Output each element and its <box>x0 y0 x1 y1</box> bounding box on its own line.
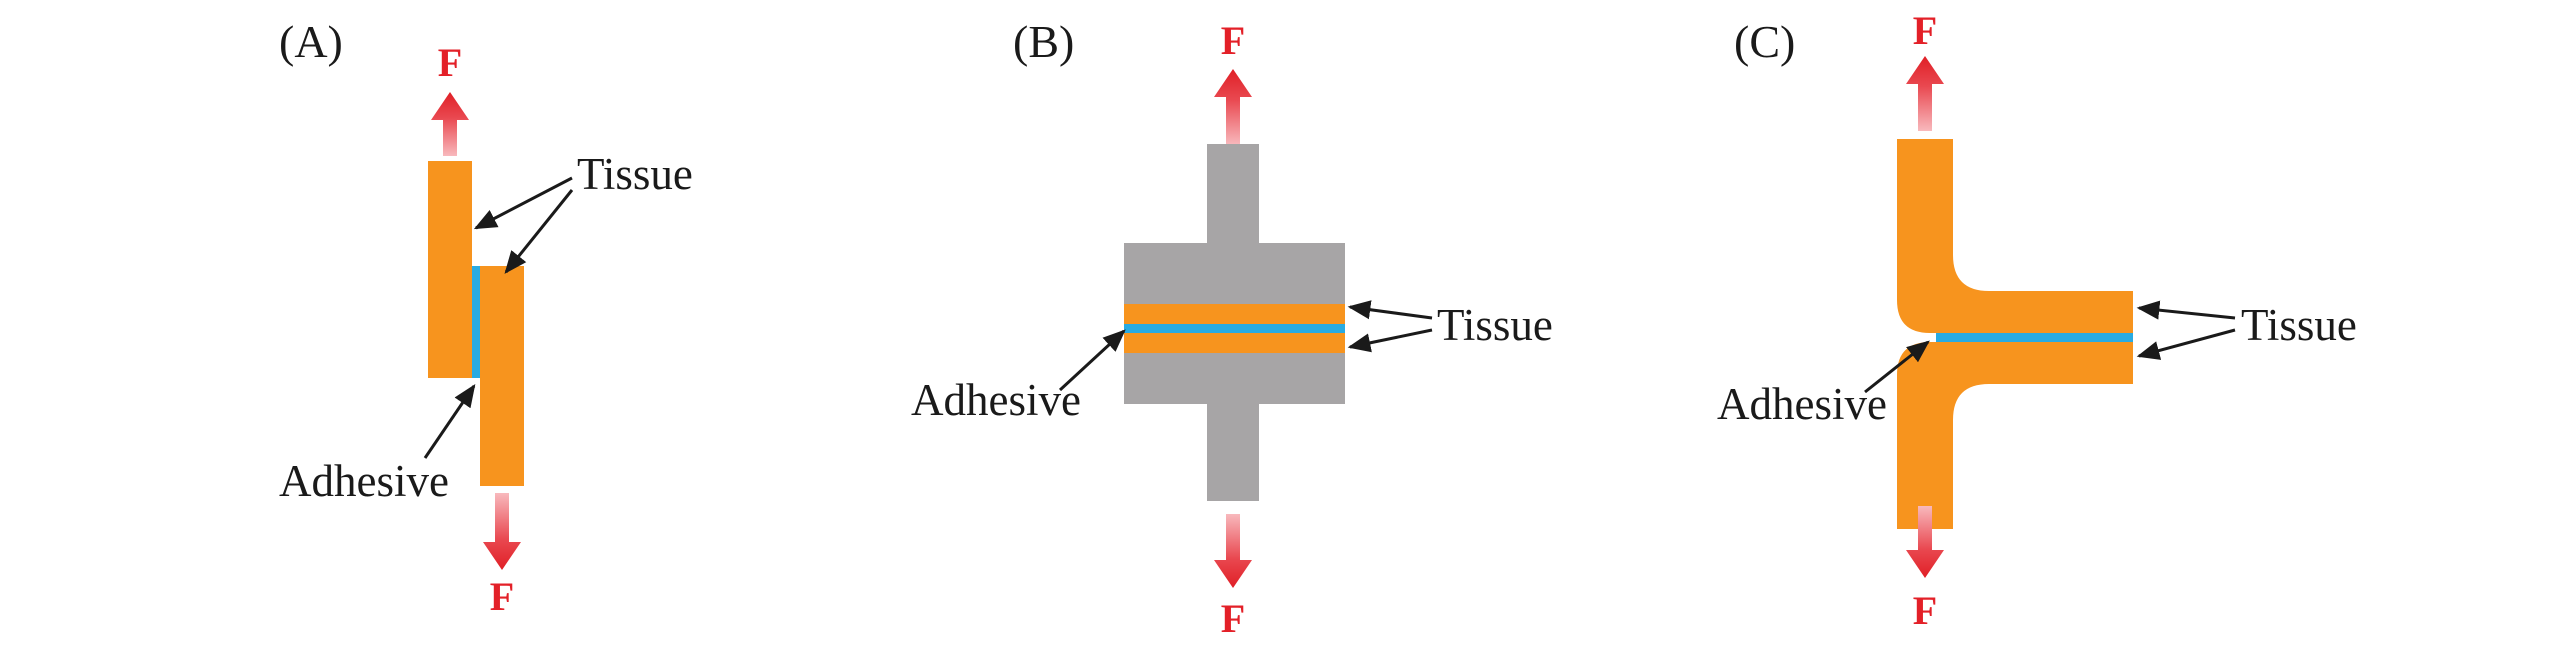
panel-a-tissue-left-strip <box>428 161 472 378</box>
panel-c-tissue-bottom-arm <box>1897 342 2133 529</box>
panel-a-force-top-label: F <box>438 40 462 85</box>
panel-a-tissue-right-strip <box>480 266 524 486</box>
panel-b-force-top-label: F <box>1221 18 1245 63</box>
panel-a-force-up-arrow-icon <box>431 92 469 156</box>
panel-b-tissue-label: Tissue <box>1437 300 1553 350</box>
panel-a-tissue-label: Tissue <box>577 149 693 199</box>
panel-b-tissue-bottom-strip <box>1124 333 1345 353</box>
panel-a-tissue-arrow-1 <box>473 176 573 230</box>
panel-c: (C) F Tissue Adhesive F <box>1717 8 2357 633</box>
panel-a-adhesive-layer <box>472 266 480 378</box>
panel-c-tissue-label: Tissue <box>2241 300 2357 350</box>
panel-c-adhesive-label: Adhesive <box>1717 379 1887 429</box>
panel-c-tissue-arrow-1 <box>2136 300 2236 320</box>
panel-b-force-up-arrow-icon <box>1214 69 1252 145</box>
panel-b-tissue-arrow-2 <box>1347 328 1433 353</box>
panel-b-tissue-top-strip <box>1124 304 1345 324</box>
panel-a-adhesive-label: Adhesive <box>279 456 449 506</box>
panel-c-tissue-arrow-2 <box>2136 328 2236 360</box>
panel-c-force-top-label: F <box>1913 8 1937 53</box>
panel-a-label: (A) <box>279 16 343 67</box>
panel-a-tissue-arrow-2 <box>504 189 574 274</box>
panel-b-adhesive-label: Adhesive <box>911 375 1081 425</box>
panel-c-tissue-top-arm <box>1897 139 2133 333</box>
panel-c-adhesive-arrow <box>1864 340 1930 394</box>
panel-c-force-bottom-label: F <box>1913 588 1937 633</box>
panel-b-force-bottom-label: F <box>1221 596 1245 641</box>
panel-b-force-down-arrow-icon <box>1214 514 1252 588</box>
panel-a-force-bottom-label: F <box>490 574 514 619</box>
panel-b-fixture-top-bar <box>1207 144 1259 244</box>
panel-b-label: (B) <box>1013 16 1074 67</box>
panel-c-force-up-arrow-icon <box>1906 56 1944 131</box>
panel-a: (A) F Tissue Adhesive F <box>279 16 693 619</box>
panel-a-adhesive-arrow <box>423 384 476 459</box>
panel-c-adhesive-layer <box>1936 333 2133 342</box>
panel-a-force-down-arrow-icon <box>483 493 521 570</box>
panel-b-adhesive-layer <box>1124 324 1345 333</box>
panel-b-fixture-bottom-bar <box>1207 402 1259 501</box>
panel-b-tissue-arrow-1 <box>1347 300 1433 320</box>
panel-c-label: (C) <box>1734 16 1795 67</box>
panel-b-adhesive-arrow <box>1058 329 1126 392</box>
panel-c-force-down-arrow-icon <box>1906 506 1944 578</box>
panel-b: (B) F Tissue Adhesive F <box>911 16 1553 641</box>
